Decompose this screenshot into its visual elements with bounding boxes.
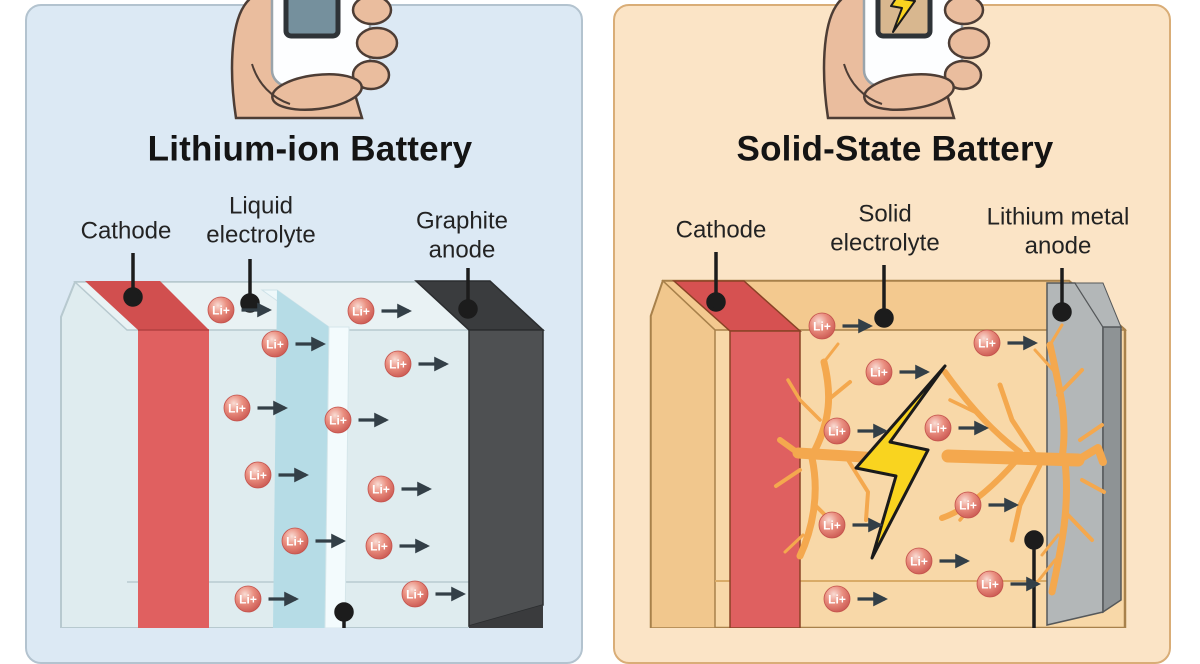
label-liquid-electrolyte: Liquid electrolyte: [206, 192, 316, 249]
label-graphite-anode: Graphite anode: [415, 207, 509, 264]
label-cathode-right: Cathode: [675, 216, 767, 244]
label-lithium-metal-anode: Lithium metal anode: [986, 203, 1130, 260]
label-solid-electrolyte: Solid electrolyte: [830, 200, 940, 257]
lithium-ion-panel: [25, 4, 583, 664]
label-cathode-left: Cathode: [80, 217, 172, 245]
left-battery-title: Lithium-ion Battery: [147, 129, 473, 169]
solid-state-panel: [613, 4, 1171, 664]
right-battery-title: Solid-State Battery: [736, 129, 1054, 169]
